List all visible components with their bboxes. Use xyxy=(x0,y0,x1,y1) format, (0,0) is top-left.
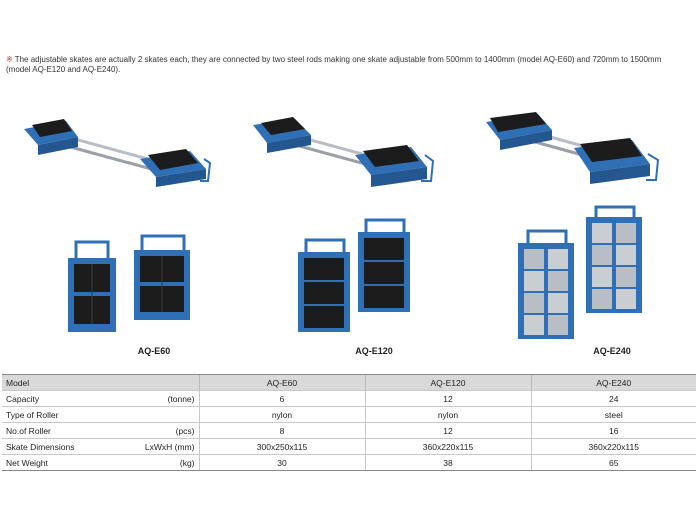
row-label-cell: Net Weight (kg) xyxy=(2,454,199,471)
row-label-cell: No.of Roller (pcs) xyxy=(2,422,199,439)
header-model: Model xyxy=(2,374,199,391)
row-label-cell: Type of Roller xyxy=(2,406,199,423)
row-unit: (pcs) xyxy=(175,425,195,436)
skate-pair-aq-e60-image xyxy=(24,119,212,187)
table-cell: 300x250x115 xyxy=(198,438,365,455)
table-cell: 65 xyxy=(530,454,696,471)
skate-pair-aq-e120-image xyxy=(253,117,435,187)
table-cell: 16 xyxy=(530,422,696,439)
table-cell: 38 xyxy=(364,454,531,471)
table-cell: nylon xyxy=(364,406,531,423)
header-aq-e240: AQ-E240 xyxy=(530,374,696,391)
table-cell: 12 xyxy=(364,390,531,407)
description-note: ※The adjustable skates are actually 2 sk… xyxy=(6,55,676,75)
table-cell: 8 xyxy=(198,422,365,439)
table-cell: 360x220x115 xyxy=(530,438,696,455)
table-row: Type of Roller nylon nylon steel xyxy=(2,406,696,423)
header-aq-e60: AQ-E60 xyxy=(198,374,365,391)
skate-pair-aq-e240-image xyxy=(486,112,660,184)
standing-skates-aq-e60-image xyxy=(68,234,190,332)
table-cell: 24 xyxy=(530,390,696,407)
table-cell: nylon xyxy=(198,406,365,423)
note-mark: ※ xyxy=(6,55,13,64)
header-aq-e120: AQ-E120 xyxy=(364,374,531,391)
table-cell: steel xyxy=(530,406,696,423)
table-row: Skate Dimensions LxWxH (mm) 300x250x115 3… xyxy=(2,438,696,455)
row-label: Capacity xyxy=(6,393,40,404)
row-label: Net Weight xyxy=(6,457,48,468)
row-label: Skate Dimensions xyxy=(6,441,75,452)
table-cell: 12 xyxy=(364,422,531,439)
table-cell: 30 xyxy=(198,454,365,471)
row-label-cell: Capacity (tonne) xyxy=(2,390,199,407)
row-label: No.of Roller xyxy=(6,425,51,436)
table-row: Capacity (tonne) 6 12 24 xyxy=(2,390,696,407)
row-label-cell: Skate Dimensions LxWxH (mm) xyxy=(2,438,199,455)
model-label-aq-e60: AQ-E60 xyxy=(137,346,171,356)
row-label: Type of Roller xyxy=(6,409,59,420)
note-text: The adjustable skates are actually 2 ska… xyxy=(6,55,662,74)
table-row: No.of Roller (pcs) 8 12 16 xyxy=(2,422,696,439)
specification-table: Model AQ-E60 AQ-E120 AQ-E240 Capacity (to… xyxy=(2,374,696,471)
standing-skates-aq-e240-image xyxy=(518,205,642,339)
row-unit: (tonne) xyxy=(167,393,195,404)
standing-skates-aq-e120-image xyxy=(298,218,410,332)
table-row: Net Weight (kg) 30 38 65 xyxy=(2,454,696,471)
row-unit: (kg) xyxy=(179,457,195,468)
table-header-row: Model AQ-E60 AQ-E120 AQ-E240 xyxy=(2,374,696,391)
model-label-aq-e240: AQ-E240 xyxy=(593,346,631,356)
row-unit: LxWxH (mm) xyxy=(144,441,195,452)
table-cell: 6 xyxy=(198,390,365,407)
table-cell: 360x220x115 xyxy=(364,438,531,455)
model-label-aq-e120: AQ-E120 xyxy=(355,346,393,356)
